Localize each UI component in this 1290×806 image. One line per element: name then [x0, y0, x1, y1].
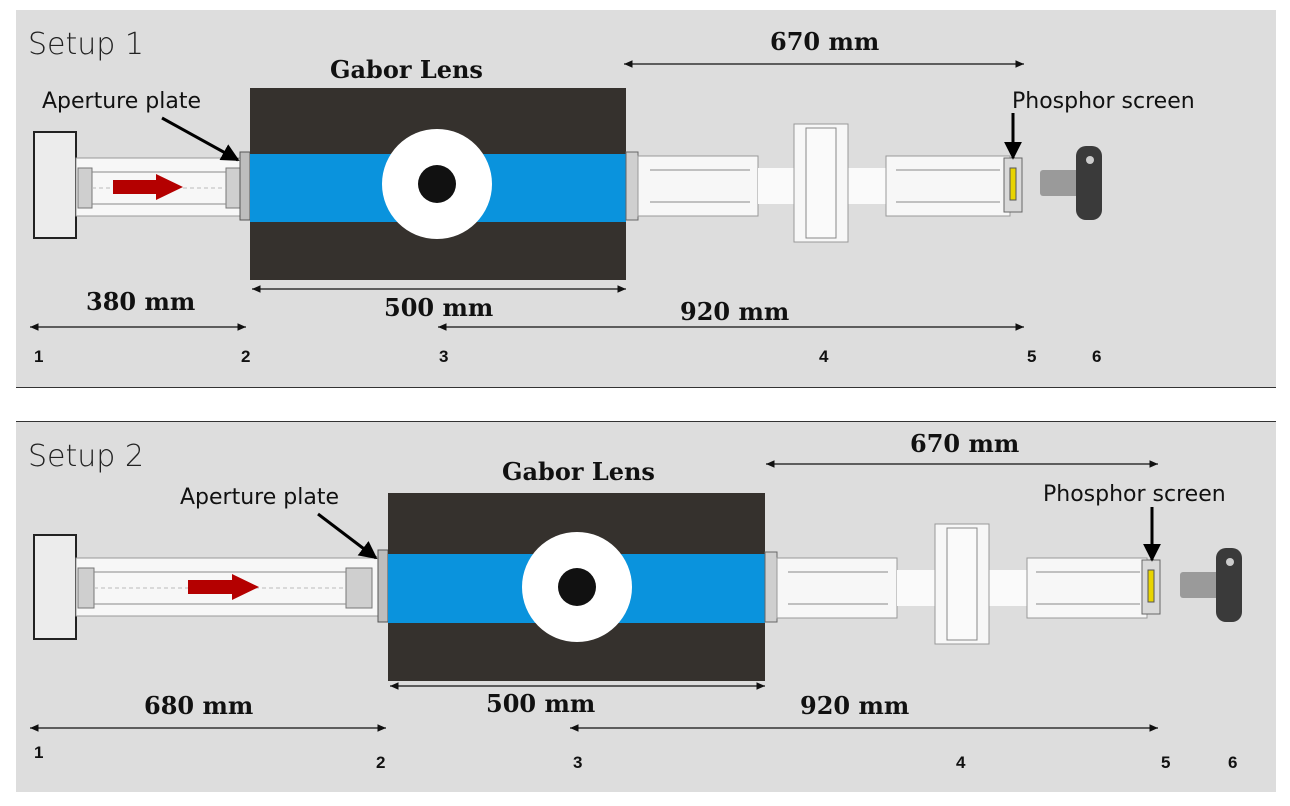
- dimension-label-3-5: 920 mm: [800, 691, 909, 720]
- position-4: 4: [819, 347, 829, 366]
- position-1: 1: [34, 347, 43, 366]
- dimension-label-1-2: 680 mm: [144, 691, 253, 720]
- phosphor-screen-label: Phosphor screen: [1012, 89, 1195, 114]
- position-1: 1: [34, 743, 43, 762]
- dimension-label-screen: 670 mm: [770, 27, 879, 56]
- beam-direction-arrow: [188, 574, 259, 600]
- aperture-plate: [377, 549, 389, 623]
- dimension-label-lens: 500 mm: [486, 689, 595, 718]
- gabor-lens-label: Gabor Lens: [330, 55, 483, 84]
- setup-1: Setup 1 Gabor Lens Aperture plate: [28, 27, 1195, 366]
- beamline-section: [625, 123, 1023, 243]
- ion-source-box: [33, 534, 77, 640]
- position-5: 5: [1027, 347, 1036, 366]
- position-4: 4: [956, 753, 966, 772]
- setup-title: Setup 2: [28, 439, 144, 474]
- aperture-plate-label: Aperture plate: [42, 89, 201, 114]
- position-2: 2: [376, 753, 385, 772]
- aperture-pointer-arrow: [161, 116, 240, 162]
- position-6: 6: [1228, 753, 1237, 772]
- camera-icon: [1180, 548, 1242, 622]
- dimension-label-1-2: 380 mm: [86, 287, 195, 316]
- ion-source-box: [33, 131, 77, 239]
- dimension-label-lens: 500 mm: [384, 293, 493, 322]
- phosphor-screen: [1147, 569, 1155, 603]
- position-3: 3: [439, 347, 448, 366]
- position-2: 2: [241, 347, 250, 366]
- beamline-section: [764, 523, 1161, 645]
- gabor-lens: [388, 493, 765, 681]
- gabor-lens-label: Gabor Lens: [502, 457, 655, 486]
- panel-divider: [16, 421, 1276, 422]
- aperture-plate: [239, 151, 251, 221]
- phosphor-screen-label: Phosphor screen: [1043, 482, 1226, 507]
- position-6: 6: [1092, 347, 1101, 366]
- dimension-label-screen: 670 mm: [910, 429, 1019, 458]
- gabor-lens: [250, 88, 626, 280]
- aperture-plate-label: Aperture plate: [180, 485, 339, 510]
- panel-divider: [16, 387, 1276, 388]
- phosphor-screen: [1009, 167, 1017, 201]
- beam-direction-arrow: [113, 174, 183, 200]
- position-3: 3: [573, 753, 582, 772]
- position-5: 5: [1161, 753, 1170, 772]
- setup-title: Setup 1: [28, 27, 144, 62]
- aperture-pointer-arrow: [317, 512, 378, 560]
- setup-2: Setup 2 Gabor Lens Aperture plate: [28, 429, 1242, 772]
- dimension-label-3-5: 920 mm: [680, 297, 789, 326]
- camera-icon: [1040, 146, 1102, 220]
